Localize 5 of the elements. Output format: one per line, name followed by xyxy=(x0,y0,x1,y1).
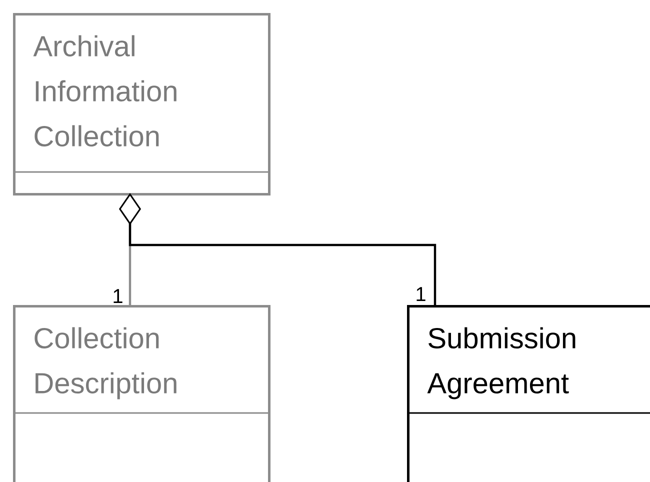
multiplicity-label: 1 xyxy=(114,289,122,303)
class-box: Archival Information Collection xyxy=(13,13,270,196)
class-box: Collection Description xyxy=(13,305,270,482)
class-box: Submission Agreement xyxy=(407,305,650,482)
multiplicity-label: 1 xyxy=(416,287,426,301)
